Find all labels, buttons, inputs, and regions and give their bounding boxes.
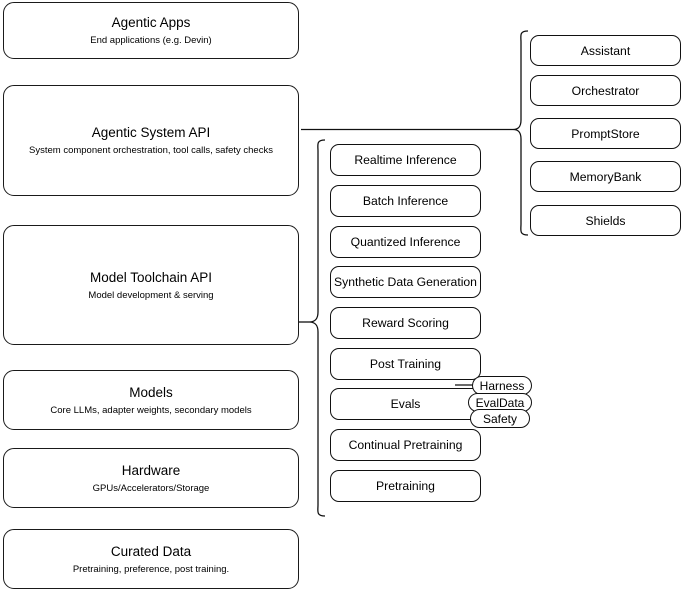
toolchain-item-pretraining[interactable]: Pretraining [330, 470, 481, 502]
layer-title: Curated Data [110, 543, 192, 559]
layer-box-model-toolchain-api[interactable]: Model Toolchain API Model development & … [3, 225, 299, 345]
item-label: Reward Scoring [362, 316, 449, 330]
layer-subtitle: Core LLMs, adapter weights, secondary mo… [50, 404, 252, 416]
item-label: Batch Inference [362, 194, 449, 208]
toolchain-item-post-training[interactable]: Post Training [330, 348, 481, 380]
layer-box-agentic-system-api[interactable]: Agentic System API System component orch… [3, 85, 299, 196]
layer-title: Hardware [121, 462, 181, 478]
layer-subtitle: Model development & serving [88, 289, 214, 301]
toolchain-item-evals[interactable]: Evals [330, 388, 481, 420]
evals-pill-safety[interactable]: Safety [470, 409, 530, 428]
layer-subtitle: GPUs/Accelerators/Storage [92, 482, 210, 494]
item-label: Quantized Inference [350, 235, 461, 249]
pill-label: Safety [482, 411, 518, 426]
system-item-shields[interactable]: Shields [530, 205, 681, 236]
system-item-assistant[interactable]: Assistant [530, 35, 681, 66]
brace-agentic-system-components [512, 30, 529, 236]
item-label: PromptStore [571, 126, 640, 141]
layer-title: Model Toolchain API [89, 269, 213, 285]
item-label: MemoryBank [569, 169, 642, 184]
toolchain-item-quantized-inference[interactable]: Quantized Inference [330, 226, 481, 258]
layer-box-hardware[interactable]: Hardware GPUs/Accelerators/Storage [3, 448, 299, 508]
layer-box-curated-data[interactable]: Curated Data Pretraining, preference, po… [3, 529, 299, 589]
item-label: Shields [585, 213, 626, 228]
system-item-memorybank[interactable]: MemoryBank [530, 161, 681, 192]
item-label: Evals [390, 397, 421, 411]
toolchain-item-realtime-inference[interactable]: Realtime Inference [330, 144, 481, 176]
toolchain-item-batch-inference[interactable]: Batch Inference [330, 185, 481, 217]
toolchain-item-continual-pretraining[interactable]: Continual Pretraining [330, 429, 481, 461]
pill-label: EvalData [475, 395, 525, 410]
layer-box-models[interactable]: Models Core LLMs, adapter weights, secon… [3, 370, 299, 430]
layer-subtitle: End applications (e.g. Devin) [90, 35, 212, 46]
toolchain-item-reward-scoring[interactable]: Reward Scoring [330, 307, 481, 339]
layer-subtitle: System component orchestration, tool cal… [29, 145, 273, 156]
layer-title: Agentic System API [91, 125, 211, 140]
system-item-orchestrator[interactable]: Orchestrator [530, 75, 681, 106]
system-item-promptstore[interactable]: PromptStore [530, 118, 681, 149]
item-label: Orchestrator [571, 83, 640, 98]
layer-box-agentic-apps[interactable]: Agentic Apps End applications (e.g. Devi… [3, 2, 299, 59]
item-label: Pretraining [376, 479, 435, 493]
brace-model-toolchain-components [308, 139, 326, 517]
layer-title: Models [129, 384, 173, 400]
toolchain-item-synthetic-data-generation[interactable]: Synthetic Data Generation [330, 266, 481, 298]
item-label: Post Training [369, 357, 442, 371]
pill-label: Harness [479, 378, 525, 393]
item-label: Assistant [580, 43, 631, 58]
layer-subtitle: Pretraining, preference, post training. [72, 563, 230, 575]
layer-title: Agentic Apps [111, 15, 191, 30]
item-label: Realtime Inference [354, 153, 457, 167]
item-label: Synthetic Data Generation [334, 275, 477, 289]
evals-pill-evaldata[interactable]: EvalData [468, 393, 532, 412]
item-label: Continual Pretraining [348, 438, 463, 452]
